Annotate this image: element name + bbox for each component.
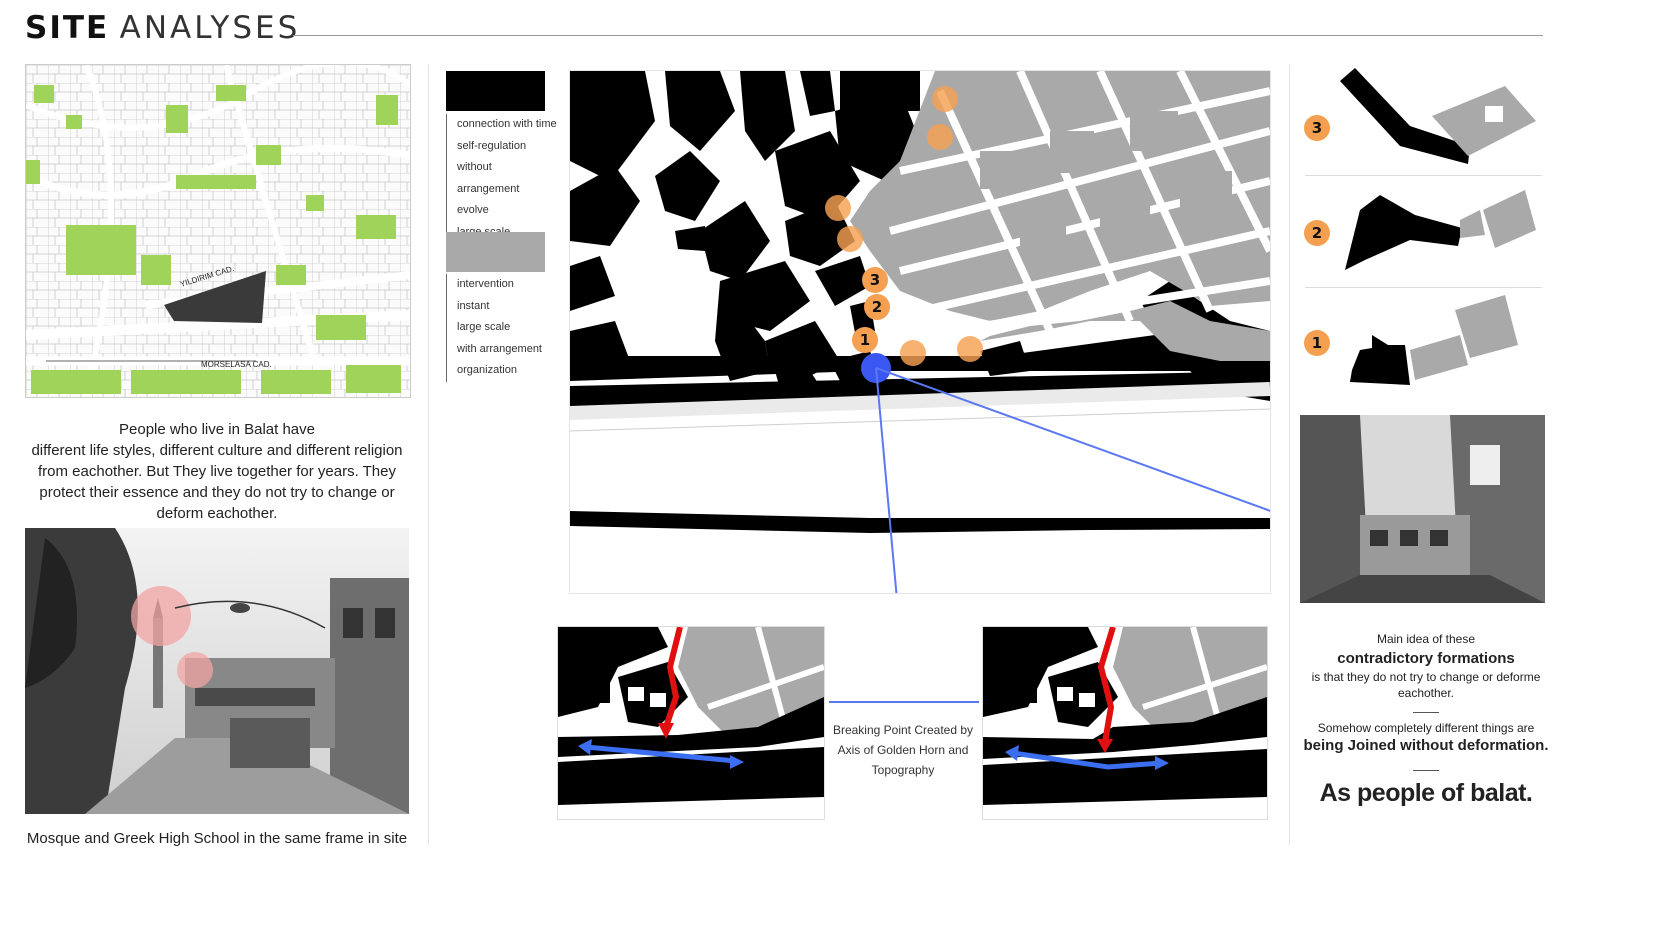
para-line-3: from eachother. But They live together f… [38, 463, 396, 480]
formation-1: 1 [1300, 290, 1545, 400]
caption-line-1: Breaking Point Created by [832, 723, 974, 737]
divider-2 [1305, 287, 1542, 288]
para-line-1: People who live in Balat have [119, 421, 315, 438]
formation-3: 3 [1300, 66, 1545, 171]
main-idea-bold: contradictory formations [1337, 650, 1515, 667]
divider-1 [1305, 175, 1542, 176]
legend-grey-list: intervention instant large scale with ar… [446, 274, 557, 382]
caption-line-3: Topography [871, 763, 935, 777]
street-label-morselasa: MORSELASA CAD. [201, 360, 272, 369]
header-rule [293, 35, 1543, 36]
separator-left [428, 65, 429, 845]
legend-grey-swatch [446, 232, 545, 272]
balat-paragraph: People who live in Balat have different … [25, 419, 409, 524]
text-divider-1 [1413, 712, 1439, 713]
breaking-point-caption: Breaking Point Created by Axis of Golden… [830, 720, 976, 780]
joined-text: being Joined without deformation. [1303, 737, 1549, 754]
caption-line-2: Axis of Golden Horn and [837, 743, 969, 757]
urban-map: YILDIRIM CAD. MORSELASA CAD. [25, 64, 411, 398]
formation-2-badge: 2 [1304, 220, 1330, 246]
para-line-2: different life styles, different culture… [31, 442, 403, 459]
para-line-5: deform eachother. [156, 505, 278, 522]
legend-grey-item: with arrangement [457, 342, 542, 355]
connector-line [829, 701, 979, 703]
main-idea-intro: Main idea of these [1376, 632, 1476, 646]
title-light: ANALYSES [119, 10, 301, 46]
street-photo [25, 528, 409, 814]
main-idea-rest: is that they do not try to change or def… [1311, 670, 1541, 700]
legend-black-item: self-regulation [457, 139, 527, 152]
formation-3-badge: 3 [1304, 115, 1330, 141]
somehow-text: Somehow completely different things are [1317, 721, 1535, 735]
breaking-point-after [982, 626, 1268, 820]
legend-black-item: connection with time [457, 118, 557, 130]
marker-2: 2 [864, 294, 890, 320]
marker-1: 1 [852, 327, 878, 353]
marker-3: 3 [862, 267, 888, 293]
legend-black-swatch [446, 71, 545, 111]
title-bold: SITE [25, 10, 110, 46]
balat-street-photo [1300, 415, 1545, 603]
formation-2: 2 [1300, 180, 1545, 285]
conclusion-text: As people of balat. [1319, 779, 1533, 807]
legend-black-item: without arrangement [457, 161, 520, 195]
breaking-point-before [557, 626, 825, 820]
formation-1-badge: 1 [1304, 330, 1330, 356]
text-divider-2 [1413, 770, 1439, 771]
legend-black-item: evolve [457, 204, 489, 216]
legend-black-list: connection with time self-regulation wit… [446, 114, 557, 243]
legend-grey-item: instant [457, 299, 490, 312]
legend-grey-item: intervention [457, 278, 514, 290]
para-line-4: protect their essence and they do not tr… [39, 484, 395, 501]
figure-ground-map: 3 2 1 [569, 70, 1271, 594]
page-header: SITE ANALYSES [25, 10, 300, 50]
main-idea-block: Main idea of these contradictory formati… [1300, 632, 1552, 808]
legend-grey-item: organization [457, 364, 517, 376]
legend-grey-item: large scale [457, 321, 511, 333]
separator-right [1289, 65, 1290, 845]
photo-caption: Mosque and Greek High School in the same… [26, 830, 408, 847]
